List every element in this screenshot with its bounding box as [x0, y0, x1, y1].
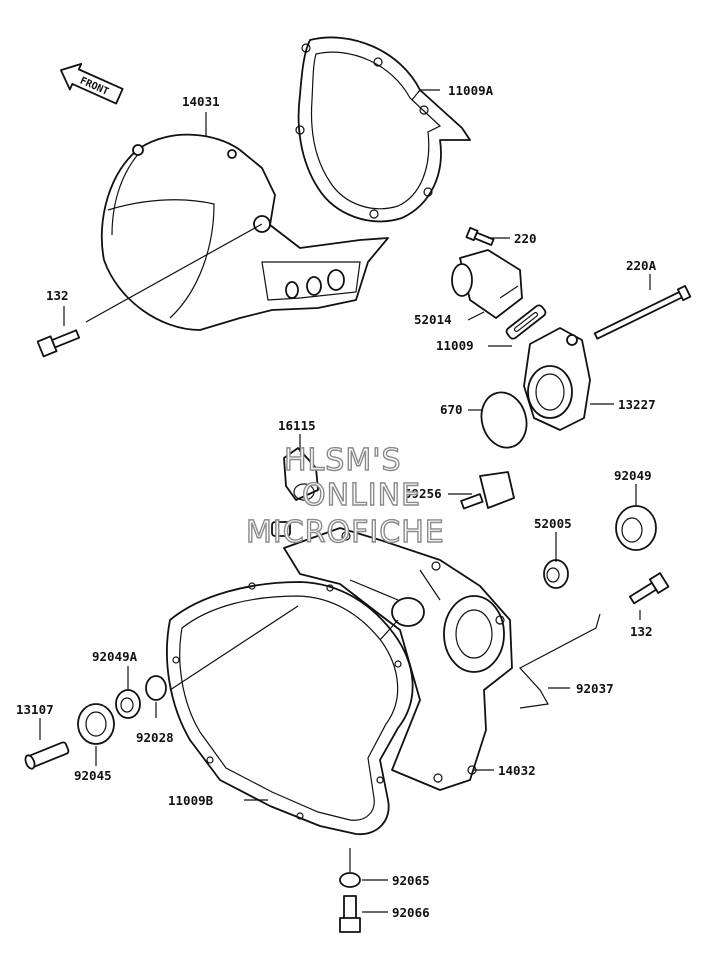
pump-housing-13227	[523, 327, 591, 431]
leader-lines	[39, 89, 651, 913]
watermark-line-2: ONLINE	[302, 478, 421, 513]
label-92065: 92065	[392, 873, 430, 888]
spring-92037	[519, 613, 601, 709]
label-92045: 92045	[74, 768, 112, 783]
bearing-52005	[543, 559, 569, 589]
label-132-right: 132	[630, 624, 653, 639]
label-16115: 16115	[278, 418, 316, 433]
label-11009B: 11009B	[168, 793, 214, 808]
collar-92028	[145, 675, 167, 701]
label-52005: 52005	[534, 516, 572, 531]
watermark: HLSM'S ONLINE MICROFICHE	[245, 442, 445, 550]
crankcase-cover-14032	[271, 521, 513, 791]
clutch-cover-14031	[100, 133, 389, 331]
water-pipe-52014	[451, 249, 523, 319]
bolt-132-top	[36, 329, 81, 358]
plug-16115	[283, 447, 319, 501]
shaft-13107	[24, 741, 70, 770]
label-13227: 13227	[618, 397, 656, 412]
bearing-92049A	[115, 689, 141, 719]
label-13107: 13107	[16, 702, 54, 717]
front-arrow-icon: FRONT	[60, 62, 124, 105]
label-11009: 11009	[436, 338, 474, 353]
label-14031: 14031	[182, 94, 220, 109]
gasket-11009B	[166, 581, 414, 835]
shaft-59256	[460, 471, 515, 510]
label-14032: 14032	[498, 763, 536, 778]
label-59256: 59256	[404, 486, 442, 501]
watermark-line-3: MICROFICHE	[246, 515, 445, 550]
label-132-top: 132	[46, 288, 69, 303]
bearing-92045	[77, 703, 115, 745]
label-52014: 52014	[414, 312, 452, 327]
label-220A: 220A	[626, 258, 657, 273]
bearing-92049	[615, 505, 657, 551]
label-92028: 92028	[136, 730, 174, 745]
gasket-11009	[505, 304, 547, 340]
label-220: 220	[514, 231, 537, 246]
gasket-11009A	[295, 36, 471, 223]
label-92049: 92049	[614, 468, 652, 483]
label-670: 670	[440, 402, 463, 417]
bolt-220A	[593, 284, 692, 340]
label-11009A: 11009A	[448, 83, 494, 98]
washer-92065	[339, 872, 361, 888]
label-92066: 92066	[392, 905, 430, 920]
label-92037: 92037	[576, 681, 614, 696]
bolt-132-right	[628, 572, 670, 605]
bolt-92066	[339, 895, 361, 933]
watermark-line-1: HLSM'S	[284, 443, 402, 478]
part-labels: 14031 11009A 220 220A 132 52014 11009 67…	[16, 83, 657, 920]
bolt-220	[465, 226, 495, 246]
label-92049A: 92049A	[92, 649, 138, 664]
o-ring-670	[480, 391, 528, 449]
